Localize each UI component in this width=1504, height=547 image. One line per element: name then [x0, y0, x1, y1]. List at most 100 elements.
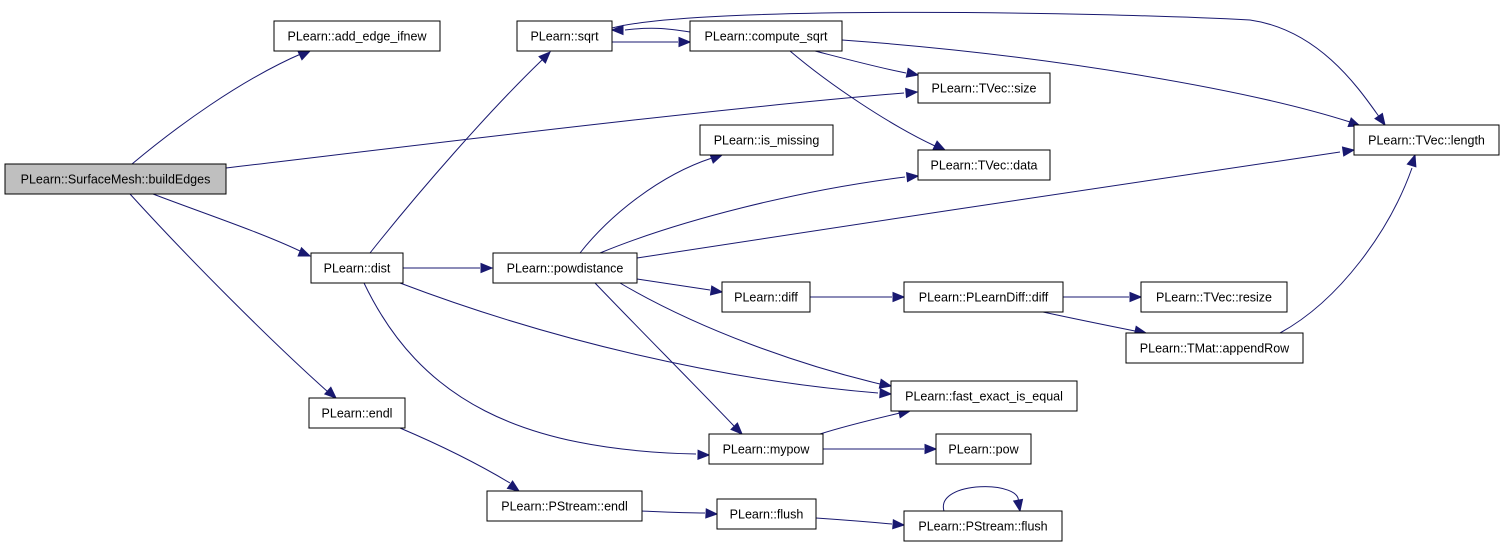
node-label: PLearn::TVec::size — [932, 82, 1037, 96]
arrowhead-icon — [1012, 498, 1024, 513]
node-tmat-appendrow[interactable]: PLearn::TMat::appendRow — [1125, 332, 1304, 364]
node-tvec-size[interactable]: PLearn::TVec::size — [917, 72, 1051, 104]
node-sqrt[interactable]: PLearn::sqrt — [516, 20, 613, 52]
edge-buildEdges-to-tvec-size — [225, 87, 919, 169]
edge-tmat-appendrow-to-tvec-length — [1279, 153, 1417, 334]
node-pstream-flush[interactable]: PLearn::PStream::flush — [903, 510, 1063, 542]
node-flush[interactable]: PLearn::flush — [716, 498, 817, 530]
edge-line — [611, 11, 1381, 119]
node-label: PLearn::compute_sqrt — [705, 30, 829, 44]
node-surfacemesh-buildedges[interactable]: PLearn::SurfaceMesh::buildEdges — [4, 163, 227, 195]
arrowhead-icon — [1406, 153, 1417, 168]
edge-line — [369, 59, 543, 254]
edge-pstream-endl-to-flush — [641, 508, 719, 519]
nodes-layer: PLearn::SurfaceMesh::buildEdges PLearn::… — [4, 20, 1500, 542]
arrowhead-icon — [705, 508, 719, 519]
arrowhead-icon — [892, 518, 906, 530]
node-label: PLearn::TVec::resize — [1156, 291, 1272, 305]
edge-compute-sqrt-to-sqrt — [610, 24, 691, 36]
edge-line — [641, 510, 706, 514]
edge-flush-to-pstream-flush — [815, 517, 906, 530]
edge-plearndiff-diff-to-tvec-resize — [1063, 291, 1143, 303]
node-tvec-data[interactable]: PLearn::TVec::data — [917, 149, 1051, 181]
node-label: PLearn::flush — [730, 508, 804, 522]
edge-line — [579, 157, 713, 254]
node-label: PLearn::fast_exact_is_equal — [905, 390, 1063, 404]
node-pow[interactable]: PLearn::pow — [935, 433, 1032, 465]
node-label: PLearn::pow — [948, 443, 1019, 457]
node-tvec-length[interactable]: PLearn::TVec::length — [1353, 124, 1500, 156]
node-endl[interactable]: PLearn::endl — [308, 397, 406, 429]
arrowhead-icon — [1374, 112, 1386, 127]
node-label: PLearn::endl — [322, 407, 393, 421]
arrowhead-icon — [905, 67, 920, 78]
node-label: PLearn::TVec::length — [1368, 134, 1485, 148]
arrowhead-icon — [1129, 291, 1143, 303]
edge-line — [152, 193, 301, 252]
edge-powdistance-to-mypow — [594, 282, 743, 435]
edge-line — [225, 92, 905, 169]
arrowhead-icon — [323, 386, 337, 399]
edge-powdistance-to-fast-exact-is-equal — [619, 282, 893, 389]
arrowhead-icon — [610, 24, 624, 36]
node-pstream-endl[interactable]: PLearn::PStream::endl — [486, 490, 643, 522]
edge-plearndiff-diff-to-tmat-appendrow — [1042, 311, 1148, 336]
edge-line — [399, 427, 511, 484]
edge-buildEdges-to-add-edge-ifnew — [131, 50, 312, 165]
arrowhead-icon — [730, 422, 743, 435]
arrowhead-icon — [678, 36, 692, 48]
edge-powdistance-to-is-missing — [579, 154, 724, 254]
edge-line — [819, 412, 901, 435]
node-compute-sqrt[interactable]: PLearn::compute_sqrt — [689, 20, 843, 52]
node-tvec-resize[interactable]: PLearn::TVec::resize — [1140, 281, 1288, 313]
arrowhead-icon — [879, 387, 893, 399]
arrowhead-icon — [709, 285, 724, 296]
edge-line — [789, 50, 936, 147]
edge-diff-to-plearndiff-diff — [810, 291, 906, 303]
node-fast-exact-is-equal[interactable]: PLearn::fast_exact_is_equal — [890, 380, 1078, 412]
edge-sqrt-to-tvec-length — [611, 11, 1386, 127]
node-label: PLearn::powdistance — [507, 262, 624, 276]
edge-line — [943, 486, 1019, 512]
node-label: PLearn::PStream::flush — [918, 520, 1047, 534]
node-label: PLearn::diff — [734, 291, 798, 305]
node-dist[interactable]: PLearn::dist — [310, 252, 404, 284]
edges-layer — [129, 11, 1417, 530]
arrowhead-icon — [697, 449, 711, 461]
edge-line — [636, 278, 711, 291]
edge-dist-to-powdistance — [403, 262, 494, 274]
edge-line — [594, 282, 735, 427]
edge-buildEdges-to-dist — [152, 193, 312, 257]
node-label: PLearn::TMat::appendRow — [1140, 342, 1290, 356]
arrowhead-icon — [506, 480, 521, 492]
arrowhead-icon — [924, 443, 938, 455]
edge-line — [841, 39, 1351, 123]
edge-powdistance-to-diff — [636, 278, 724, 296]
edge-line — [1279, 167, 1413, 334]
node-is-missing[interactable]: PLearn::is_missing — [699, 124, 834, 156]
arrowhead-icon — [892, 291, 906, 303]
node-label: PLearn::add_edge_ifnew — [287, 30, 427, 44]
arrowhead-icon — [932, 140, 947, 151]
arrowhead-icon — [906, 171, 920, 183]
node-add-edge-ifnew[interactable]: PLearn::add_edge_ifnew — [273, 20, 441, 52]
node-mypow[interactable]: PLearn::mypow — [708, 433, 824, 465]
node-plearndiff-diff[interactable]: PLearn::PLearnDiff::diff — [903, 281, 1064, 313]
node-label: PLearn::PLearnDiff::diff — [919, 291, 1049, 305]
node-label: PLearn::TVec::data — [930, 159, 1037, 173]
node-powdistance[interactable]: PLearn::powdistance — [492, 252, 638, 284]
edge-dist-to-sqrt — [369, 51, 551, 254]
edge-line — [815, 517, 893, 525]
edge-line — [399, 282, 879, 394]
edge-sqrt-to-compute-sqrt — [612, 36, 692, 48]
node-label: PLearn::sqrt — [530, 30, 599, 44]
edge-line — [624, 27, 691, 33]
node-label: PLearn::PStream::endl — [501, 500, 627, 514]
node-diff[interactable]: PLearn::diff — [721, 281, 811, 313]
arrowhead-icon — [709, 154, 724, 164]
edge-dist-to-fast-exact-is-equal — [399, 282, 893, 399]
edge-line — [636, 151, 1341, 259]
edge-line — [619, 282, 881, 385]
edge-line — [1042, 311, 1136, 332]
